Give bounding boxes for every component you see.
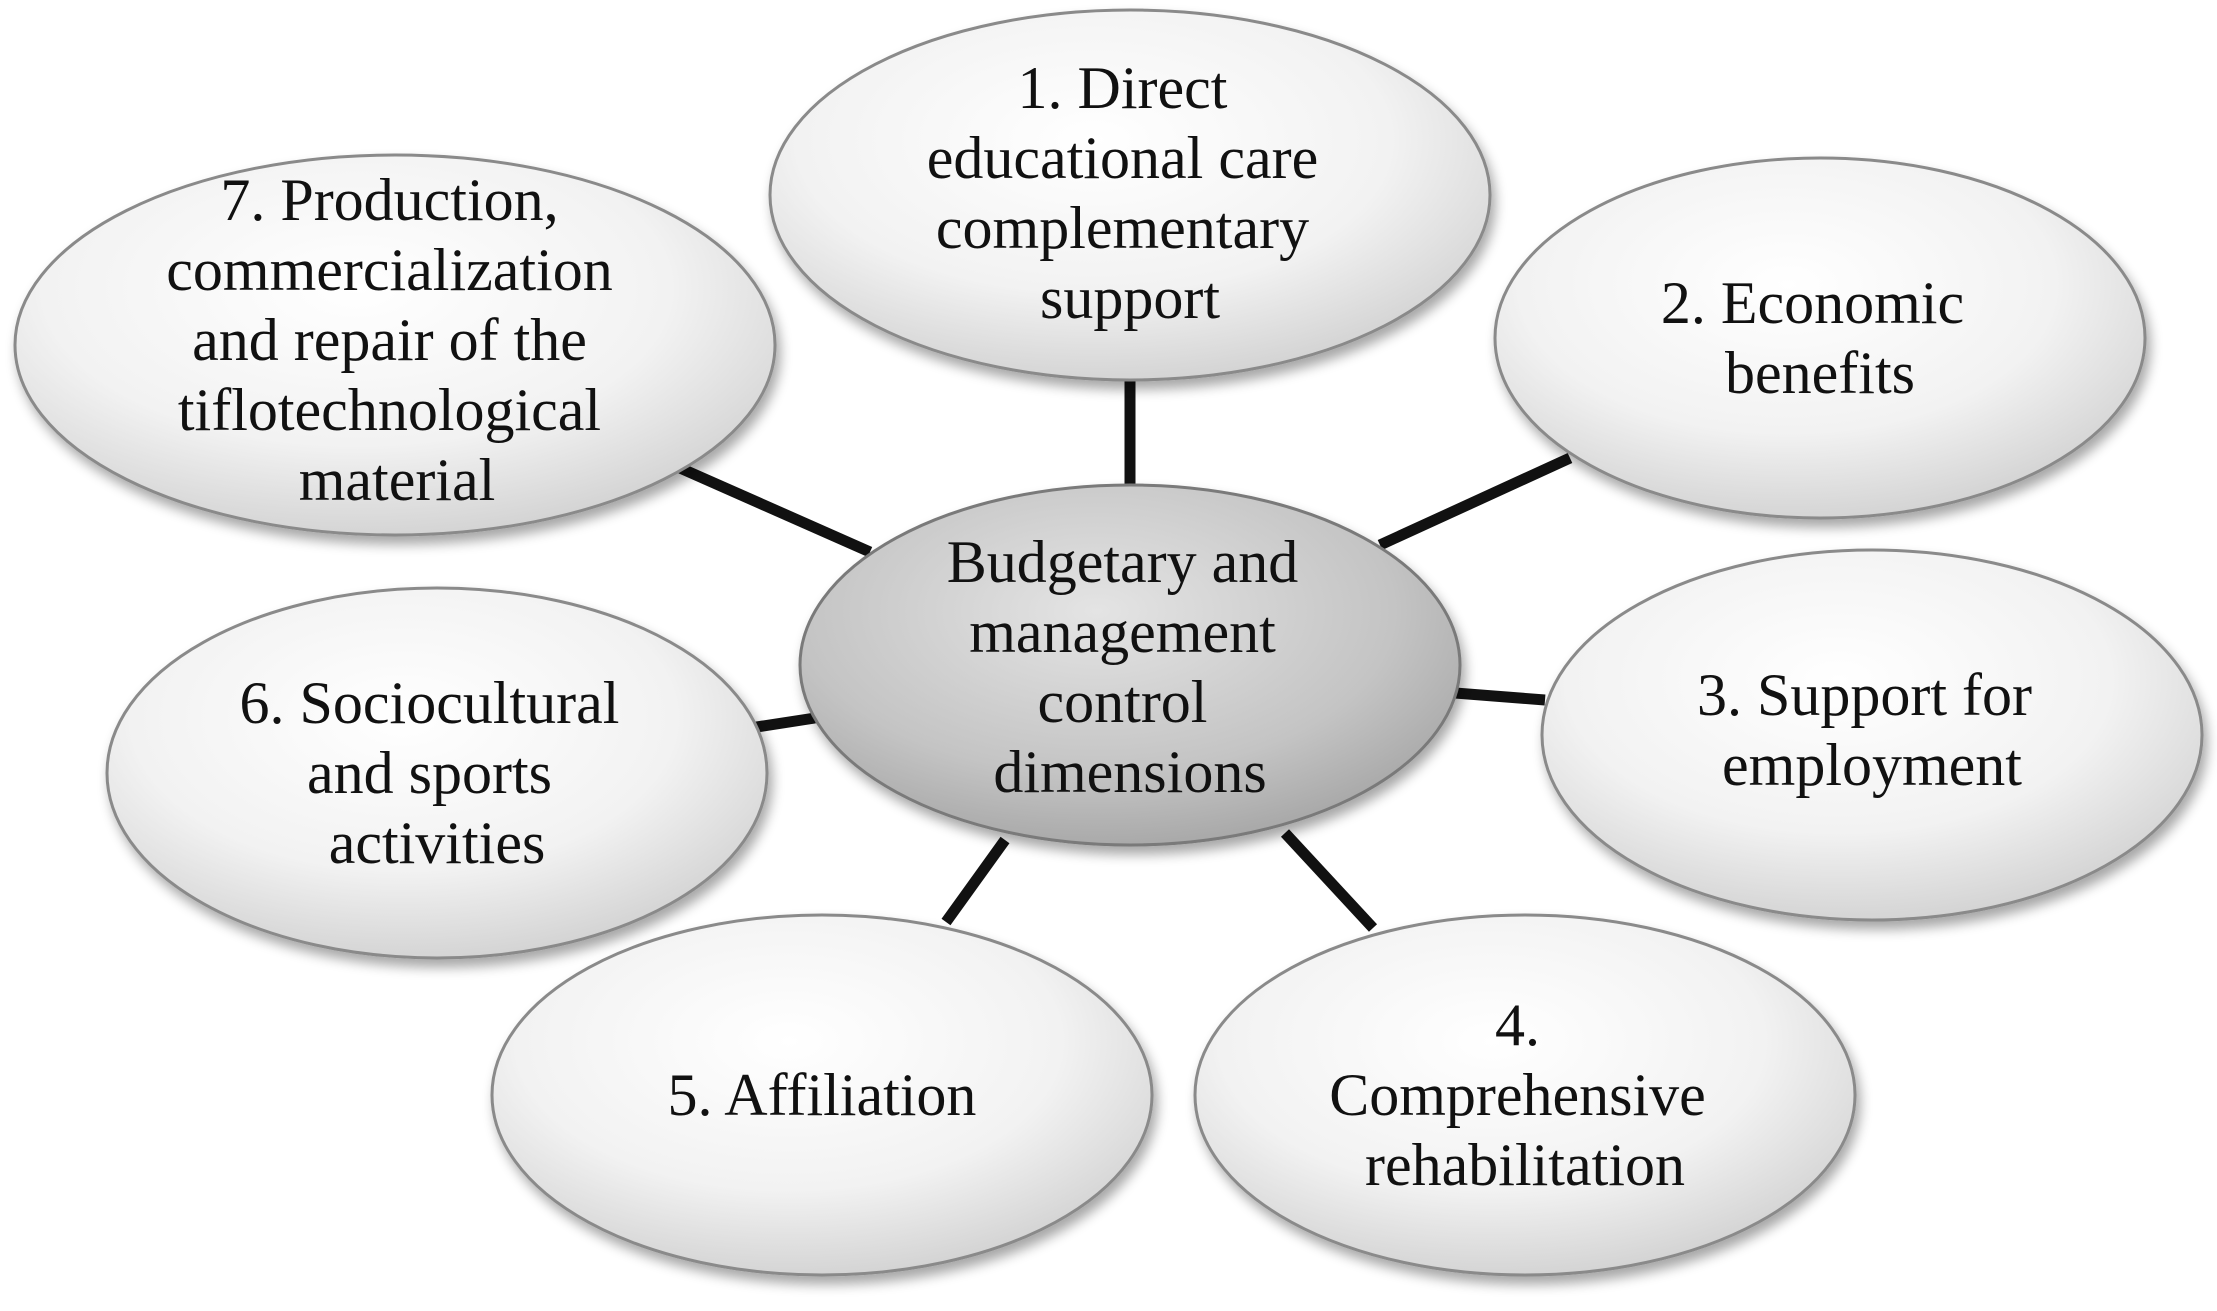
svg-text:3. Support for employmen: 3. Support for employment <box>1697 662 2047 798</box>
svg-text:4. Comprehensive r: 4. Comprehensive rehabilitation <box>1329 992 1721 1198</box>
connector-7 <box>677 462 873 558</box>
svg-text:2. Economic benefits: 2. Economic benefits <box>1661 270 1979 406</box>
center-node-line: management <box>969 599 1276 665</box>
svg-text:Budgetary and management: Budgetary and management control dimensi… <box>947 529 1314 805</box>
node-line: 7. Production, <box>220 167 558 233</box>
node-line: 4. <box>1495 992 1540 1058</box>
svg-text:5. Affiliation: 5. Affiliation <box>668 1062 977 1128</box>
node-line: Comprehensive <box>1329 1062 1706 1128</box>
connector-2 <box>1377 452 1573 551</box>
dimension-node-1: 1. Direct educational care complementary… <box>768 8 1492 382</box>
dimension-node-6: 6. Sociocultural and sports activities <box>105 586 769 960</box>
node-shape <box>768 8 1492 382</box>
center-node-shape <box>798 483 1462 847</box>
node-line: activities <box>329 810 546 876</box>
connector-3 <box>1454 687 1546 706</box>
node-line: 2. Economic <box>1661 270 1964 336</box>
node-line: benefits <box>1725 340 1915 406</box>
node-line: rehabilitation <box>1365 1132 1685 1198</box>
node-line: complementary <box>936 195 1309 261</box>
svg-text:6. Sociocultural and spo: 6. Sociocultural and sports activities <box>240 670 635 876</box>
node-shape <box>1493 156 2147 520</box>
connector-6 <box>749 712 816 734</box>
node-shape <box>490 913 1154 1277</box>
node-line: material <box>299 447 496 513</box>
dimension-node-3: 3. Support for employment <box>1540 548 2204 922</box>
dimension-node-2: 2. Economic benefits <box>1493 156 2147 520</box>
node-line: commercialization <box>166 237 612 303</box>
svg-text:7. Production, commercia: 7. Production, commercialization and rep… <box>166 167 627 513</box>
node-line: support <box>1040 265 1220 331</box>
node-shape <box>1540 548 2204 922</box>
node-line: and sports <box>307 740 552 806</box>
node-line: 3. Support for <box>1697 662 2032 728</box>
node-shape <box>13 153 777 537</box>
center-node: Budgetary and management control dimensi… <box>798 483 1462 847</box>
connector-5 <box>941 836 1010 926</box>
connectors <box>677 378 1573 932</box>
dimension-node-4: 4. Comprehensive rehabilitation <box>1193 913 1857 1277</box>
center-node-line: dimensions <box>993 739 1266 805</box>
node-shape <box>105 586 769 960</box>
center-node-line: Budgetary and <box>947 529 1299 595</box>
node-line: educational care <box>927 125 1318 191</box>
dimension-node-7: 7. Production, commercialization and rep… <box>13 153 777 537</box>
svg-text:1. Direct educational ca: 1. Direct educational care complementary… <box>927 55 1333 331</box>
node-line: and repair of the <box>192 307 587 373</box>
connector-4 <box>1280 829 1378 932</box>
node-line: 5. Affiliation <box>668 1062 977 1128</box>
dimension-node-5: 5. Affiliation <box>490 913 1154 1277</box>
node-line: tiflotechnological <box>178 377 601 443</box>
node-line: 6. Sociocultural <box>240 670 620 736</box>
center-node-line: control <box>1038 669 1208 735</box>
node-shape <box>1193 913 1857 1277</box>
node-line: 1. Direct <box>1018 55 1228 121</box>
node-line: employment <box>1722 732 2022 798</box>
